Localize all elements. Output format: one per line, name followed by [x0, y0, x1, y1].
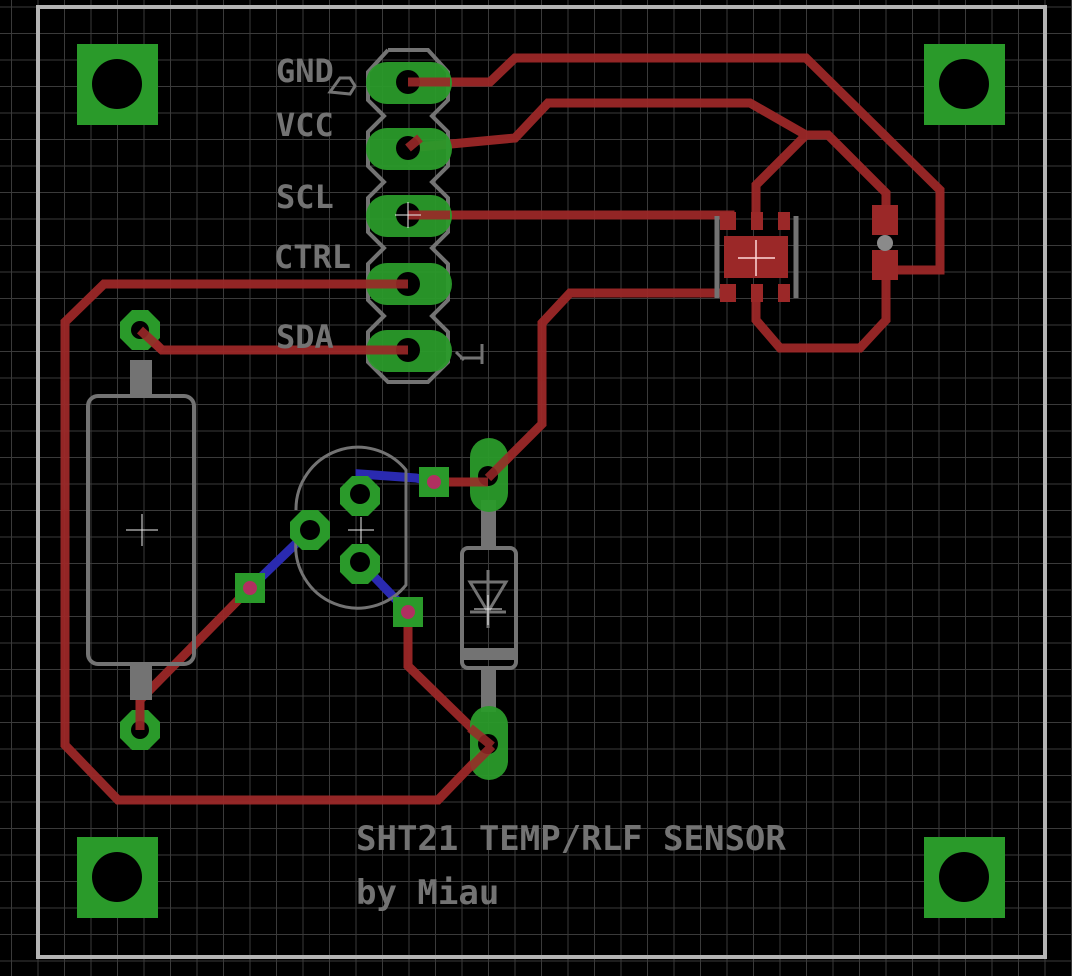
- to92-transistor[interactable]: [290, 445, 408, 610]
- trace-gnd[interactable]: [408, 53, 945, 275]
- trace-diode-to-sensor[interactable]: [484, 288, 722, 482]
- board-title: SHT21 TEMP/RLF SENSOR: [356, 819, 786, 859]
- sht21-sensor[interactable]: [714, 212, 799, 302]
- trace-cap-bottom[interactable]: [751, 270, 891, 353]
- pin-end-marker: [454, 344, 484, 364]
- smd-capacitor[interactable]: [872, 205, 898, 280]
- trace-vcc[interactable]: [407, 98, 891, 220]
- label-gnd: GND: [276, 52, 334, 90]
- trace-ctrl[interactable]: [60, 279, 492, 805]
- mounting-hole-top-left[interactable]: [77, 44, 158, 125]
- label-sda: SDA: [276, 318, 334, 356]
- mounting-hole-top-right[interactable]: [924, 44, 1005, 125]
- via-1[interactable]: [419, 467, 449, 497]
- board-author: by Miau: [356, 873, 499, 913]
- mounting-hole-bottom-left[interactable]: [77, 837, 158, 918]
- board-outline: [36, 5, 1047, 959]
- label-scl: SCL: [276, 178, 334, 216]
- header-pad-ctrl[interactable]: [366, 263, 452, 305]
- trace-via-diode-bottom[interactable]: [403, 612, 492, 748]
- label-ctrl: CTRL: [274, 238, 351, 276]
- pin1-marker: [327, 76, 357, 96]
- via-3[interactable]: [393, 597, 423, 627]
- mounting-hole-bottom-right[interactable]: [924, 837, 1005, 918]
- via-2[interactable]: [235, 573, 265, 603]
- label-vcc: VCC: [276, 106, 334, 144]
